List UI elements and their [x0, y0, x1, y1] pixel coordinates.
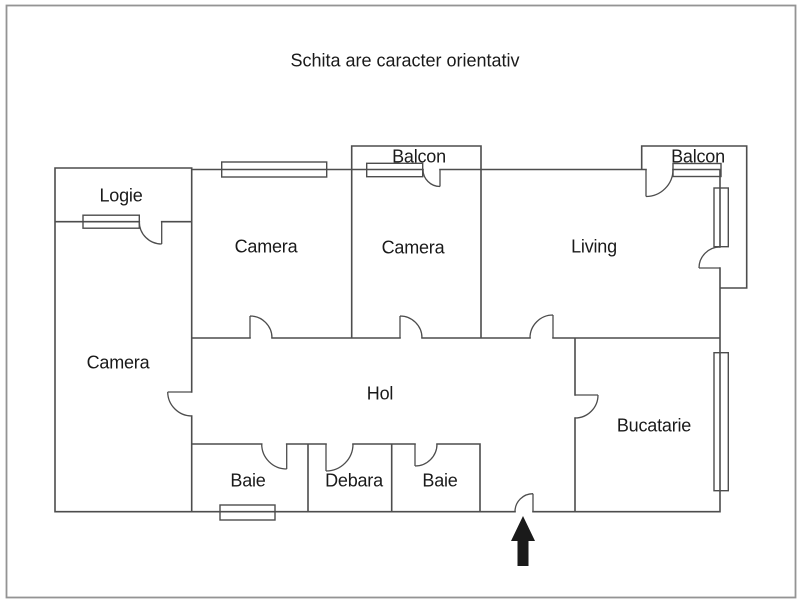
- door-camera-left: [167, 391, 192, 417]
- door-baie-left: [261, 443, 288, 470]
- room-label-balcon-middle: Balcon: [392, 146, 446, 167]
- door-entrance: [514, 493, 534, 512]
- room-label-camera-top-middle: Camera: [381, 237, 445, 258]
- room-label-camera-top-left: Camera: [234, 236, 298, 257]
- room-label-hol: Hol: [366, 383, 394, 404]
- door-logie: [138, 221, 163, 245]
- room-label-bucatarie: Bucatarie: [616, 415, 692, 436]
- room-label-logie: Logie: [99, 185, 143, 206]
- room-label-living: Living: [571, 236, 617, 257]
- page-border: [5, 4, 797, 599]
- door-balcon-right: [645, 169, 674, 198]
- window-baie-left: [219, 504, 276, 521]
- door-camera-top-left: [249, 315, 273, 339]
- window-living-side: [713, 187, 730, 248]
- doors: [138, 169, 721, 512]
- entrance-arrow-icon: [511, 516, 535, 566]
- door-living-balcony: [698, 246, 721, 269]
- windows: [82, 161, 730, 521]
- room-label-debara: Debara: [325, 470, 383, 491]
- door-camera-top-middle: [399, 315, 423, 339]
- door-living: [529, 314, 554, 339]
- room-label-baie-right: Baie: [422, 470, 458, 491]
- door-debara: [325, 443, 354, 472]
- walls: [54, 145, 748, 513]
- room-label-balcon-right: Balcon: [671, 146, 725, 167]
- door-bucatarie: [574, 394, 599, 419]
- window-bucatarie: [713, 352, 730, 492]
- door-balcon-middle: [422, 169, 441, 188]
- door-baie-right: [414, 443, 438, 467]
- room-label-camera-left: Camera: [86, 352, 150, 373]
- room-label-baie-left: Baie: [230, 470, 266, 491]
- page-title: Schita are caracter orientativ: [290, 50, 520, 71]
- window-camera-top: [220, 161, 328, 178]
